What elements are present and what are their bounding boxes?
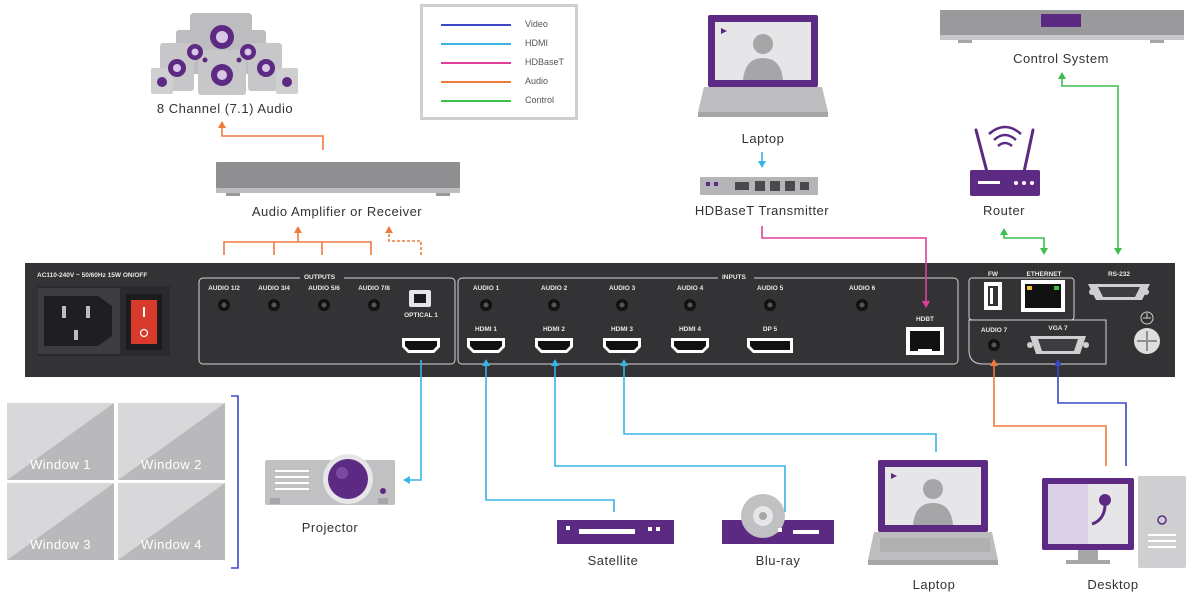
router-icon <box>970 125 1040 196</box>
amplifier-label: Audio Amplifier or Receiver <box>251 204 423 219</box>
port-audio-out-label: AUDIO 3/4 <box>258 285 290 292</box>
window-2-tile: Window 2 <box>118 403 225 480</box>
legend-swatch <box>441 100 511 102</box>
matrix-switcher-panel <box>25 263 1175 377</box>
audio-71-label: 8 Channel (7.1) Audio <box>156 101 294 116</box>
legend-label: Control <box>525 95 555 105</box>
router-label: Router <box>982 203 1026 218</box>
audio-line-speakers <box>221 126 324 150</box>
windows-bracket <box>231 395 239 569</box>
legend-label: Video <box>525 19 548 29</box>
window-label: Window 3 <box>29 537 92 552</box>
window-label: Window 1 <box>29 457 92 472</box>
port-fw-label: FW <box>987 271 999 278</box>
port-audio-in-label: AUDIO 1 <box>472 285 500 292</box>
port-ethernet-label: ETHERNET <box>1026 271 1062 278</box>
control-system-label: Control System <box>1013 51 1109 66</box>
amplifier-icon <box>216 162 460 196</box>
legend-item-hdbaset: HDBaseT <box>441 57 571 69</box>
control-system-icon <box>940 10 1184 43</box>
hdmi-line-bluray <box>554 364 786 512</box>
laptop-top-label: Laptop <box>741 131 785 146</box>
port-audio-out-label: AUDIO 5/6 <box>308 285 340 292</box>
window-label: Window 2 <box>140 457 203 472</box>
laptop-top-icon <box>698 15 828 117</box>
port-audio-out-label: AUDIO 7/8 <box>358 285 390 292</box>
port-audio-in-label: AUDIO 5 <box>756 285 784 292</box>
legend-label: HDMI <box>525 38 548 48</box>
outputs-label: OUTPUTS <box>304 274 336 281</box>
audio-line-desktop <box>993 364 1107 466</box>
legend-label: HDBaseT <box>525 57 565 67</box>
window-3-tile: Window 3 <box>7 483 114 560</box>
port-audio-in-label: AUDIO 2 <box>540 285 568 292</box>
port-hdmi-in-label: HDMI 2 <box>542 326 566 333</box>
legend-item-video: Video <box>441 19 571 31</box>
laptop-bottom-label: Laptop <box>912 577 956 592</box>
legend-swatch <box>441 24 511 26</box>
legend-swatch <box>441 81 511 83</box>
hdmi-line-satellite <box>485 364 615 512</box>
legend-item-hdmi: HDMI <box>441 38 571 50</box>
legend-item-control: Control <box>441 95 571 107</box>
window-1-tile: Window 1 <box>7 403 114 480</box>
port-hdmi-in-label: HDMI 1 <box>474 326 498 333</box>
port-audio7-label: AUDIO 7 <box>980 327 1008 334</box>
port-dp-label: DP 5 <box>762 326 778 333</box>
desktop-label: Desktop <box>1087 577 1139 592</box>
port-audio-in-label: AUDIO 3 <box>608 285 636 292</box>
power-label: AC110-240V ~ 50/60Hz 15W ON/OFF <box>37 272 148 279</box>
legend-swatch <box>441 62 511 64</box>
port-rs232-label: RS-232 <box>1107 271 1131 278</box>
port-audio-out-label: AUDIO 1/2 <box>208 285 240 292</box>
hdbaset-transmitter-icon <box>700 177 818 195</box>
control-line-rs232 <box>1061 76 1119 250</box>
satellite-icon <box>557 520 674 544</box>
audio-line-optical <box>388 232 422 255</box>
port-hdmi-in-label: HDMI 4 <box>678 326 702 333</box>
projector-label: Projector <box>301 520 359 535</box>
bluray-icon <box>722 494 834 544</box>
hdmi-line-laptop-bottom <box>623 364 937 452</box>
satellite-label: Satellite <box>587 553 639 568</box>
desktop-icon <box>1042 476 1186 568</box>
projector-icon <box>265 454 395 505</box>
port-optical-label: OPTICAL 1 <box>404 312 438 319</box>
hdbaset-transmitter-label: HDBaseT Transmitter <box>694 203 830 218</box>
legend-label: Audio <box>525 76 549 86</box>
bluray-label: Blu-ray <box>755 553 801 568</box>
legend: Video HDMI HDBaseT Audio Control <box>420 4 578 120</box>
hdbaset-line <box>761 226 927 303</box>
port-audio-in-label: AUDIO 4 <box>676 285 704 292</box>
port-audio-in-label: AUDIO 6 <box>848 285 876 292</box>
inputs-label: INPUTS <box>722 274 746 281</box>
port-vga7-label: VGA 7 <box>1048 325 1068 332</box>
control-line-router <box>1003 233 1045 250</box>
legend-swatch <box>441 43 511 45</box>
audio-line-outputs <box>223 241 372 255</box>
video-line-desktop <box>1057 364 1127 466</box>
window-4-tile: Window 4 <box>118 483 225 560</box>
port-hdmi-in-label: HDMI 3 <box>610 326 634 333</box>
legend-item-audio: Audio <box>441 76 571 88</box>
hdmi-line-projector <box>408 360 422 481</box>
laptop-bottom-icon <box>868 460 998 565</box>
port-hdbt-label: HDBT <box>915 316 935 323</box>
window-label: Window 4 <box>140 537 203 552</box>
speakers-icon <box>151 13 298 95</box>
